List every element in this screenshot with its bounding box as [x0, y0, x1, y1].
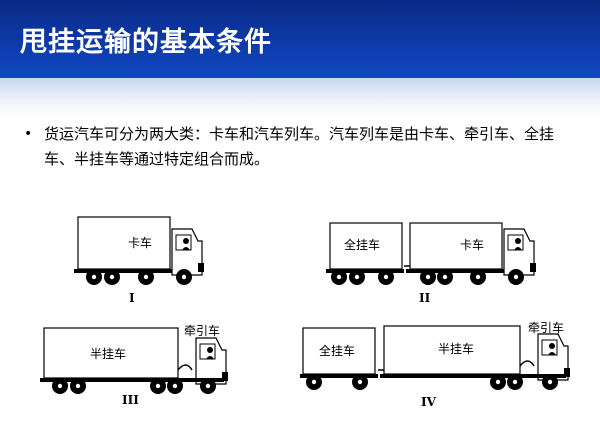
full-trailer-label: 全挂车	[344, 237, 380, 252]
full-trailer-label-iv: 全挂车	[319, 343, 355, 358]
tractor-label-iv: 牵引车	[528, 320, 564, 335]
slide-title: 甩挂运输的基本条件	[20, 27, 272, 58]
title-bar-fade	[0, 78, 600, 118]
semi-trailer-label-iv: 半挂车	[438, 341, 474, 356]
numeral-iii: III	[122, 393, 139, 407]
full-trailer-box	[329, 222, 403, 270]
full-trailer-box-iv	[302, 327, 376, 375]
truck-box	[409, 222, 503, 270]
bullet-dot-icon: •	[24, 126, 33, 142]
tractor-label-iii: 牵引车	[184, 323, 220, 338]
vehicle-semi-iii: 半挂车 牵引车 III	[40, 323, 229, 407]
title-bar: 甩挂运输的基本条件	[0, 0, 600, 78]
cargo-box	[77, 216, 171, 270]
vehicle-train-ii: 全挂车 卡车 II	[326, 222, 537, 305]
numeral-i: I	[129, 291, 135, 305]
vehicle-combo-iv: 全挂车 半挂车 牵引车 IV	[300, 320, 571, 409]
numeral-iv: IV	[421, 395, 437, 409]
truck-label-ii: 卡车	[460, 237, 484, 252]
semi-trailer-label: 半挂车	[90, 346, 126, 361]
bullet-text: 货运汽车可分为两大类：卡车和汽车列车。汽车列车是由卡车、牵引车、全挂车、半挂车等…	[44, 125, 555, 168]
truck-label: 卡车	[128, 235, 152, 250]
numeral-ii: II	[419, 291, 431, 305]
vehicle-truck-i: 卡车 I	[74, 216, 205, 305]
